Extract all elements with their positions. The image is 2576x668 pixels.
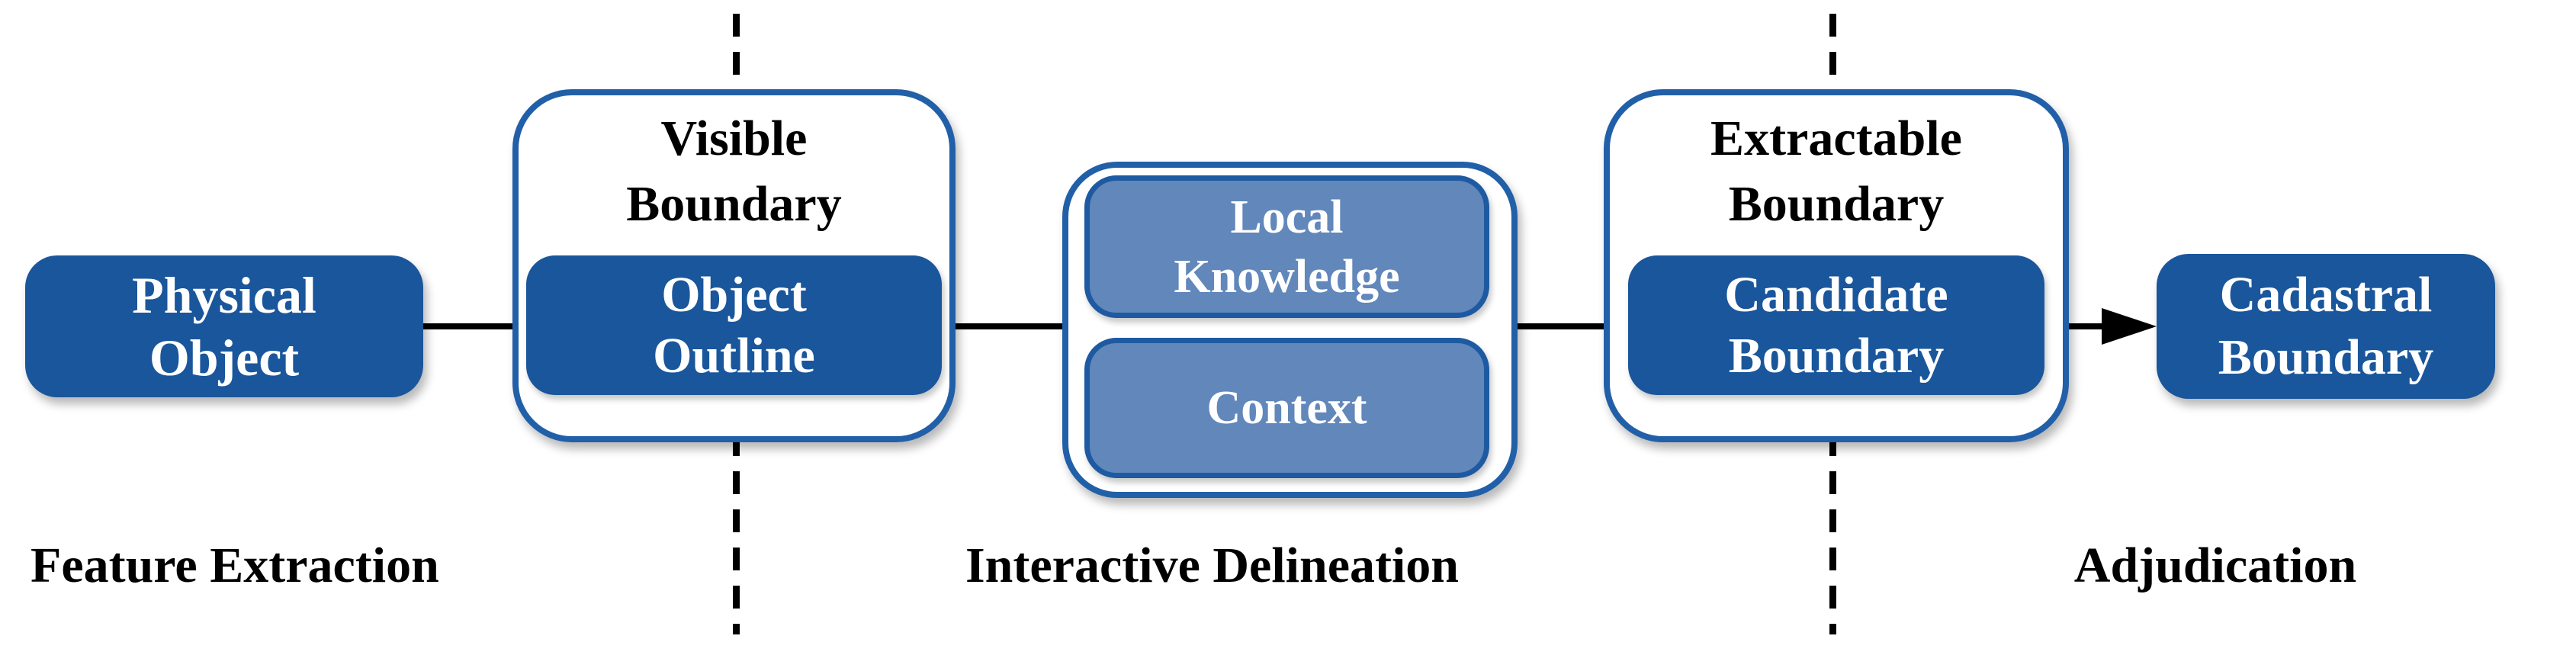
node-label-line: Outline bbox=[653, 327, 815, 384]
node-label-line: Object bbox=[149, 329, 300, 387]
arrowhead-icon bbox=[2102, 308, 2157, 345]
node-label-line: Boundary bbox=[1728, 327, 1945, 384]
connector-visible-to-knowledge bbox=[950, 323, 1068, 329]
connector-physical-to-visible bbox=[419, 323, 520, 329]
node-label-line: Local bbox=[1230, 191, 1344, 243]
node-label-line: Object bbox=[661, 266, 807, 323]
node-label-line: Visible bbox=[660, 111, 808, 166]
node-label-line: Boundary bbox=[626, 176, 842, 232]
node-label-line: Boundary bbox=[1728, 176, 1945, 232]
node-label-line: Boundary bbox=[2218, 329, 2434, 385]
extractable-boundary-title: Extractable Boundary bbox=[1610, 106, 2063, 237]
node-label-line: Cadastral bbox=[2219, 267, 2433, 323]
node-label-line: Candidate bbox=[1724, 266, 1948, 323]
stage-label-adjudication: Adjudication bbox=[2073, 538, 2357, 593]
stage-label-feature-extraction: Feature Extraction bbox=[31, 538, 439, 593]
node-object-outline: Object Outline bbox=[526, 255, 942, 395]
node-visible-boundary: Visible Boundary Object Outline bbox=[512, 89, 956, 442]
node-label-line: Knowledge bbox=[1174, 250, 1400, 303]
stage-label-interactive-delineation: Interactive Delineation bbox=[965, 538, 1460, 593]
node-label-line: Context bbox=[1206, 382, 1367, 434]
node-extractable-boundary: Extractable Boundary Candidate Boundary bbox=[1604, 89, 2069, 442]
visible-boundary-title: Visible Boundary bbox=[519, 106, 949, 237]
node-knowledge-group: Local Knowledge Context bbox=[1062, 162, 1518, 498]
node-label-line: Physical bbox=[132, 266, 316, 324]
connector-knowledge-to-extractable bbox=[1513, 323, 1609, 329]
node-local-knowledge: Local Knowledge bbox=[1084, 175, 1489, 318]
connector-extractable-to-cadastral bbox=[2064, 323, 2108, 329]
node-label-line: Extractable bbox=[1710, 111, 1962, 166]
node-physical-object: Physical Object bbox=[25, 255, 423, 397]
node-cadastral-boundary: Cadastral Boundary bbox=[2157, 254, 2495, 399]
node-context: Context bbox=[1084, 338, 1489, 478]
node-candidate-boundary: Candidate Boundary bbox=[1628, 255, 2044, 395]
